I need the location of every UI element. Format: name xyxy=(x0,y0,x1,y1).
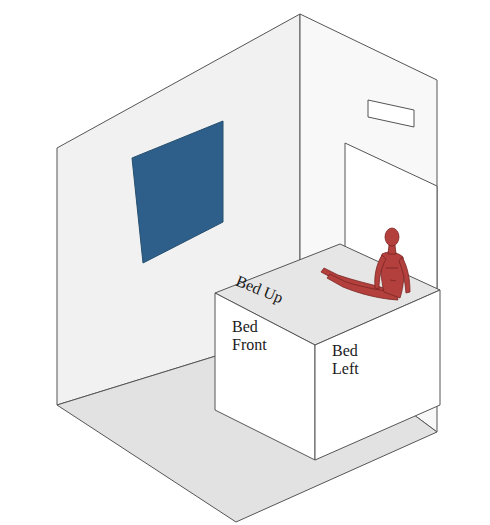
bed-left xyxy=(315,290,440,460)
window xyxy=(132,121,223,263)
left-wall xyxy=(57,14,300,405)
face-label: Bed Left xyxy=(332,342,374,379)
mannequin xyxy=(321,228,410,300)
face-label: Bed Up xyxy=(233,272,314,319)
bed-front xyxy=(215,293,315,460)
air-vent xyxy=(368,100,414,127)
face-label: Bed Front xyxy=(232,318,278,355)
